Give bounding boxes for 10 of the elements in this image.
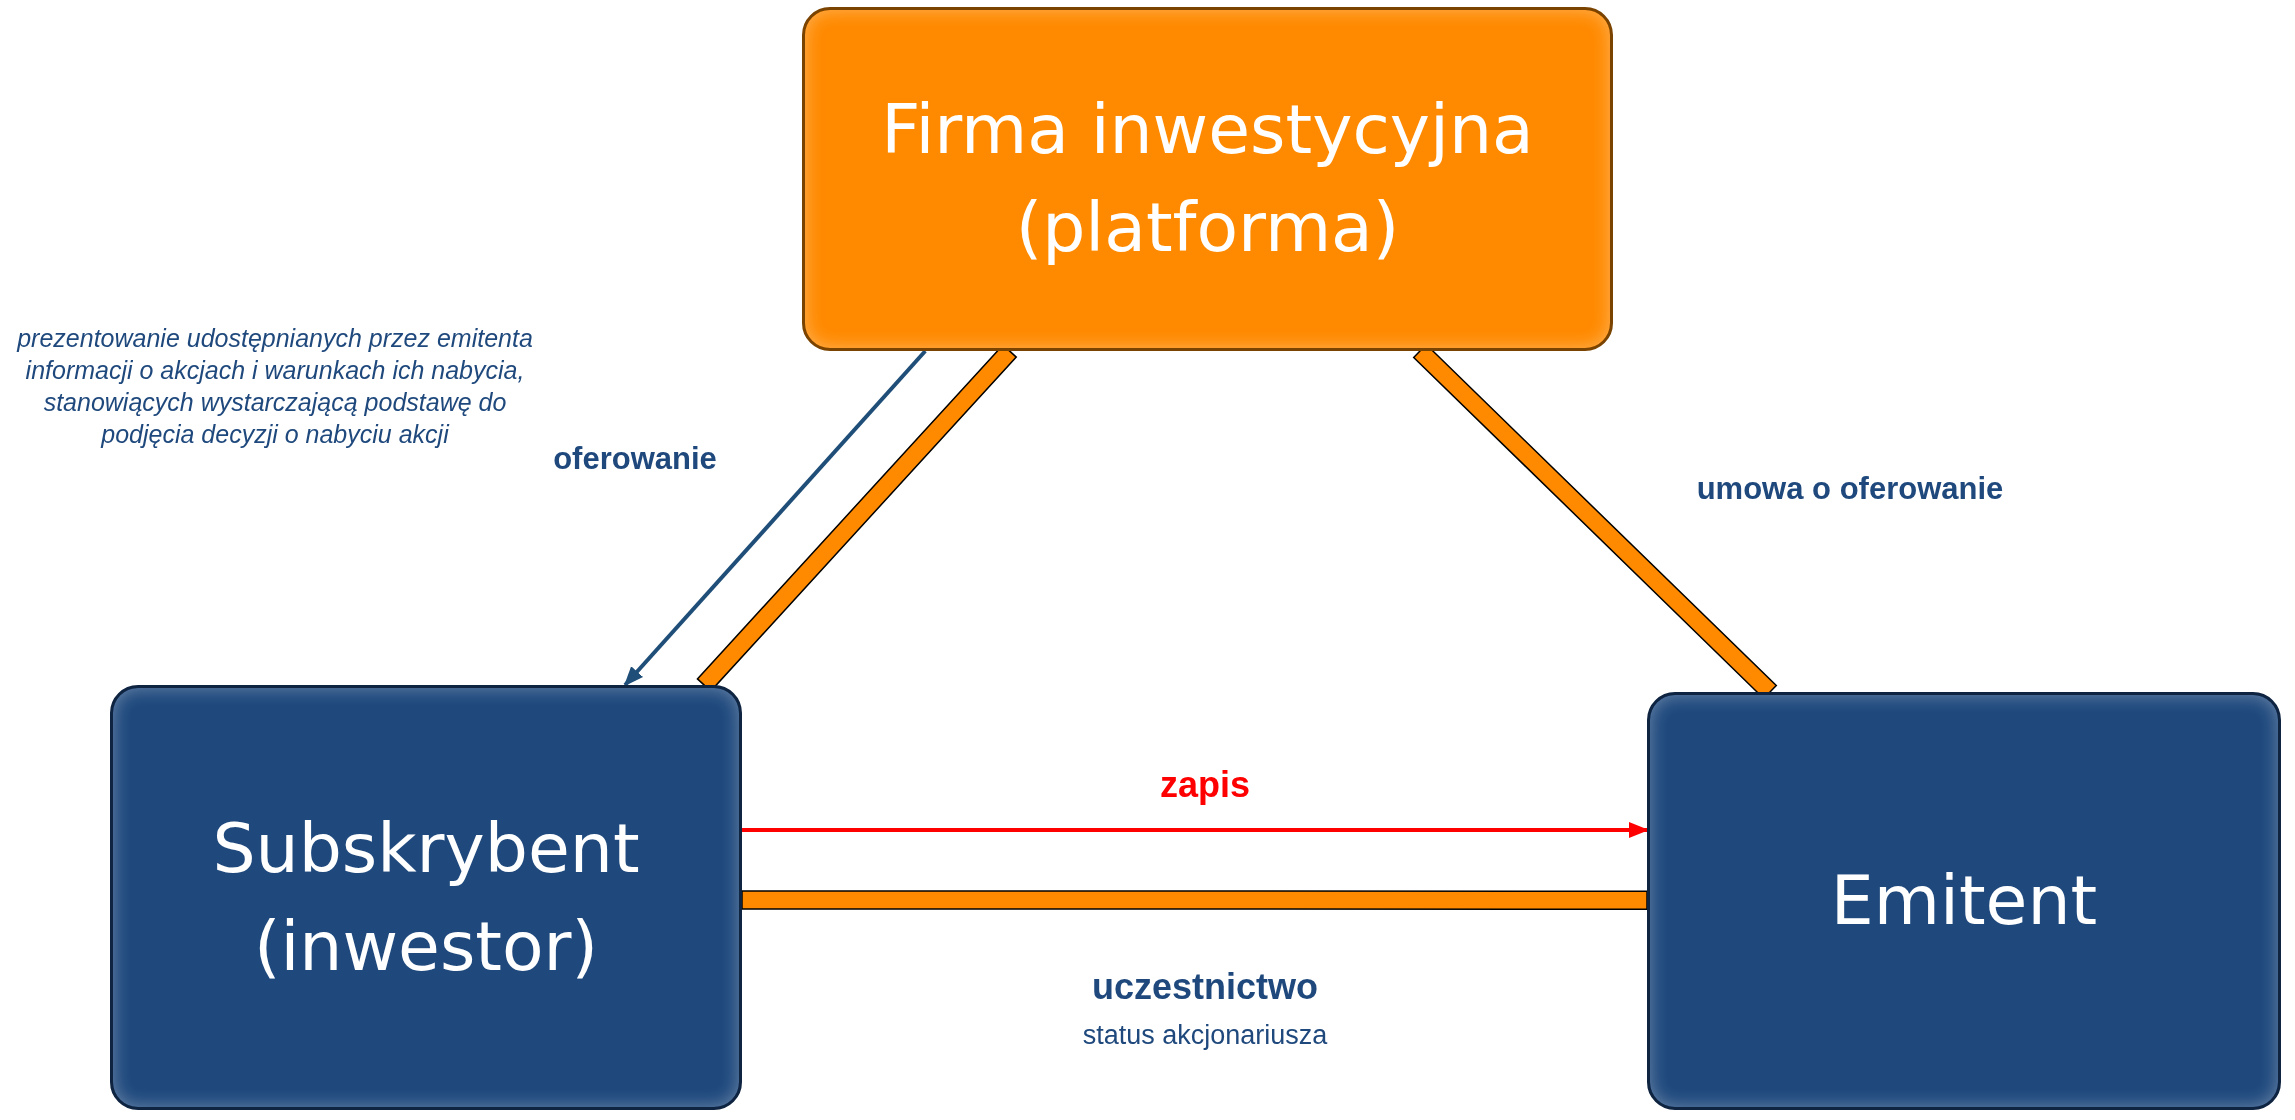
note-text: prezentowanie udostępnianych przez emitenta informacji o akcjach i warunkach ich nabycia, stanowiących wystarczającą podstawę do podjęcia decyzji o nabyciu akcji	[15, 323, 534, 450]
box-title: Subskrybent (inwestor)	[211, 807, 641, 988]
arrow	[742, 821, 1649, 838]
rounded-box	[110, 685, 742, 1110]
arrow	[623, 349, 927, 687]
rounded-box	[1647, 692, 2281, 1110]
connector-bar	[741, 890, 1648, 910]
note-text: status akcjonariusza	[1081, 1019, 1329, 1052]
box-title: Firma inwestycyjna (platforma)	[880, 89, 1535, 269]
box-title: Emitent	[1830, 860, 2098, 942]
